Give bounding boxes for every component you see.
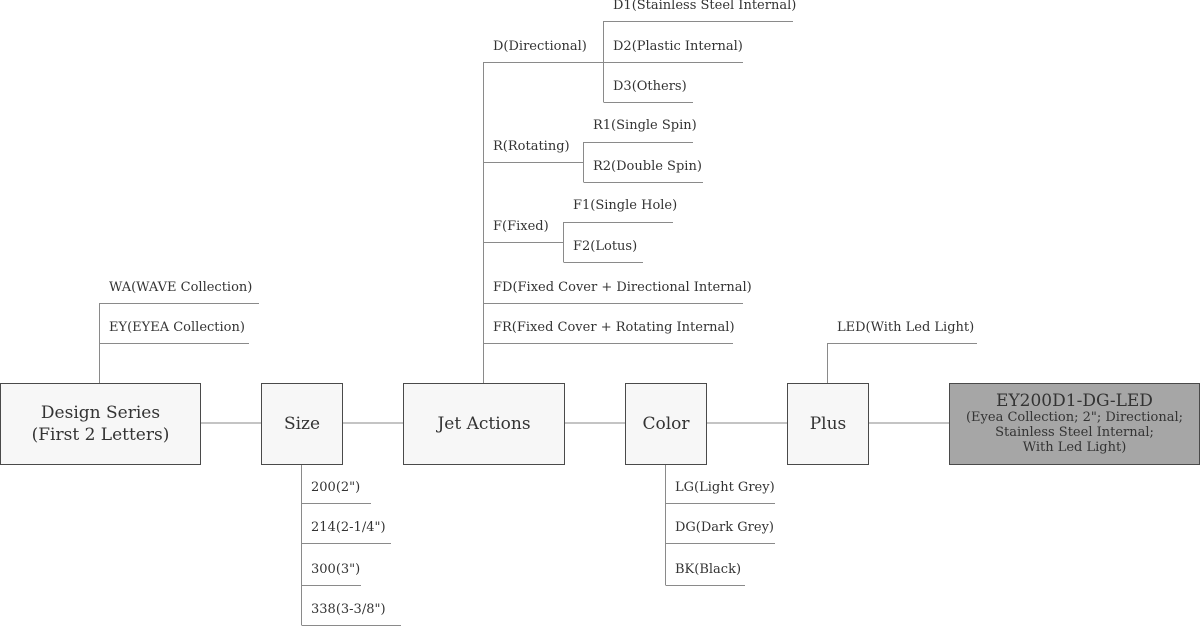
color-title: Color: [642, 413, 690, 434]
result-code: EY200D1-DG-LED: [996, 390, 1153, 411]
design-series-subtitle: (First 2 Letters): [31, 425, 170, 445]
jet-action-fixed-directional: FD(Fixed Cover + Directional Internal): [493, 280, 752, 295]
design-series-option: WA(WAVE Collection): [109, 280, 253, 295]
size-title: Size: [283, 413, 321, 434]
plus-option: LED(With Led Light): [837, 320, 975, 335]
rotating-option: R1(Single Spin): [593, 118, 697, 133]
size-option: 338(3-3/8"): [311, 602, 386, 617]
jet-action-rotating: R(Rotating): [493, 139, 570, 154]
jet-action-fixed: F(Fixed): [493, 219, 549, 234]
size-box: Size: [261, 383, 343, 465]
size-option: 300(3"): [311, 562, 361, 577]
directional-option: D2(Plastic Internal): [613, 39, 743, 54]
fixed-option: F2(Lotus): [573, 239, 638, 254]
result-desc-line: (Eyea Collection; 2"; Directional;: [965, 410, 1184, 426]
jet-actions-box: Jet Actions: [403, 383, 565, 465]
result-desc-line: With Led Light): [1022, 440, 1127, 456]
jet-action-fixed-rotating: FR(Fixed Cover + Rotating Internal): [493, 320, 735, 335]
directional-option: D1(Stainless Steel Internal): [613, 0, 797, 13]
plus-box: Plus: [787, 383, 869, 465]
jet-action-directional: D(Directional): [493, 39, 587, 54]
design-series-box: Design Series (First 2 Letters): [0, 383, 201, 465]
jet-actions-title: Jet Actions: [437, 413, 531, 434]
size-option: 214(2-1/4"): [311, 520, 386, 535]
plus-title: Plus: [809, 413, 847, 434]
result-desc-line: Stainless Steel Internal;: [995, 425, 1154, 441]
design-series-title: Design Series: [40, 402, 161, 423]
fixed-option: F1(Single Hole): [573, 198, 678, 213]
size-option: 200(2"): [311, 480, 361, 495]
result-box: EY200D1-DG-LED (Eyea Collection; 2"; Dir…: [949, 383, 1200, 465]
rotating-option: R2(Double Spin): [593, 159, 702, 174]
color-box: Color: [625, 383, 707, 465]
color-option: BK(Black): [675, 562, 742, 577]
color-option: DG(Dark Grey): [675, 520, 774, 535]
directional-option: D3(Others): [613, 79, 687, 94]
color-option: LG(Light Grey): [675, 480, 775, 495]
design-series-option: EY(EYEA Collection): [109, 320, 245, 335]
